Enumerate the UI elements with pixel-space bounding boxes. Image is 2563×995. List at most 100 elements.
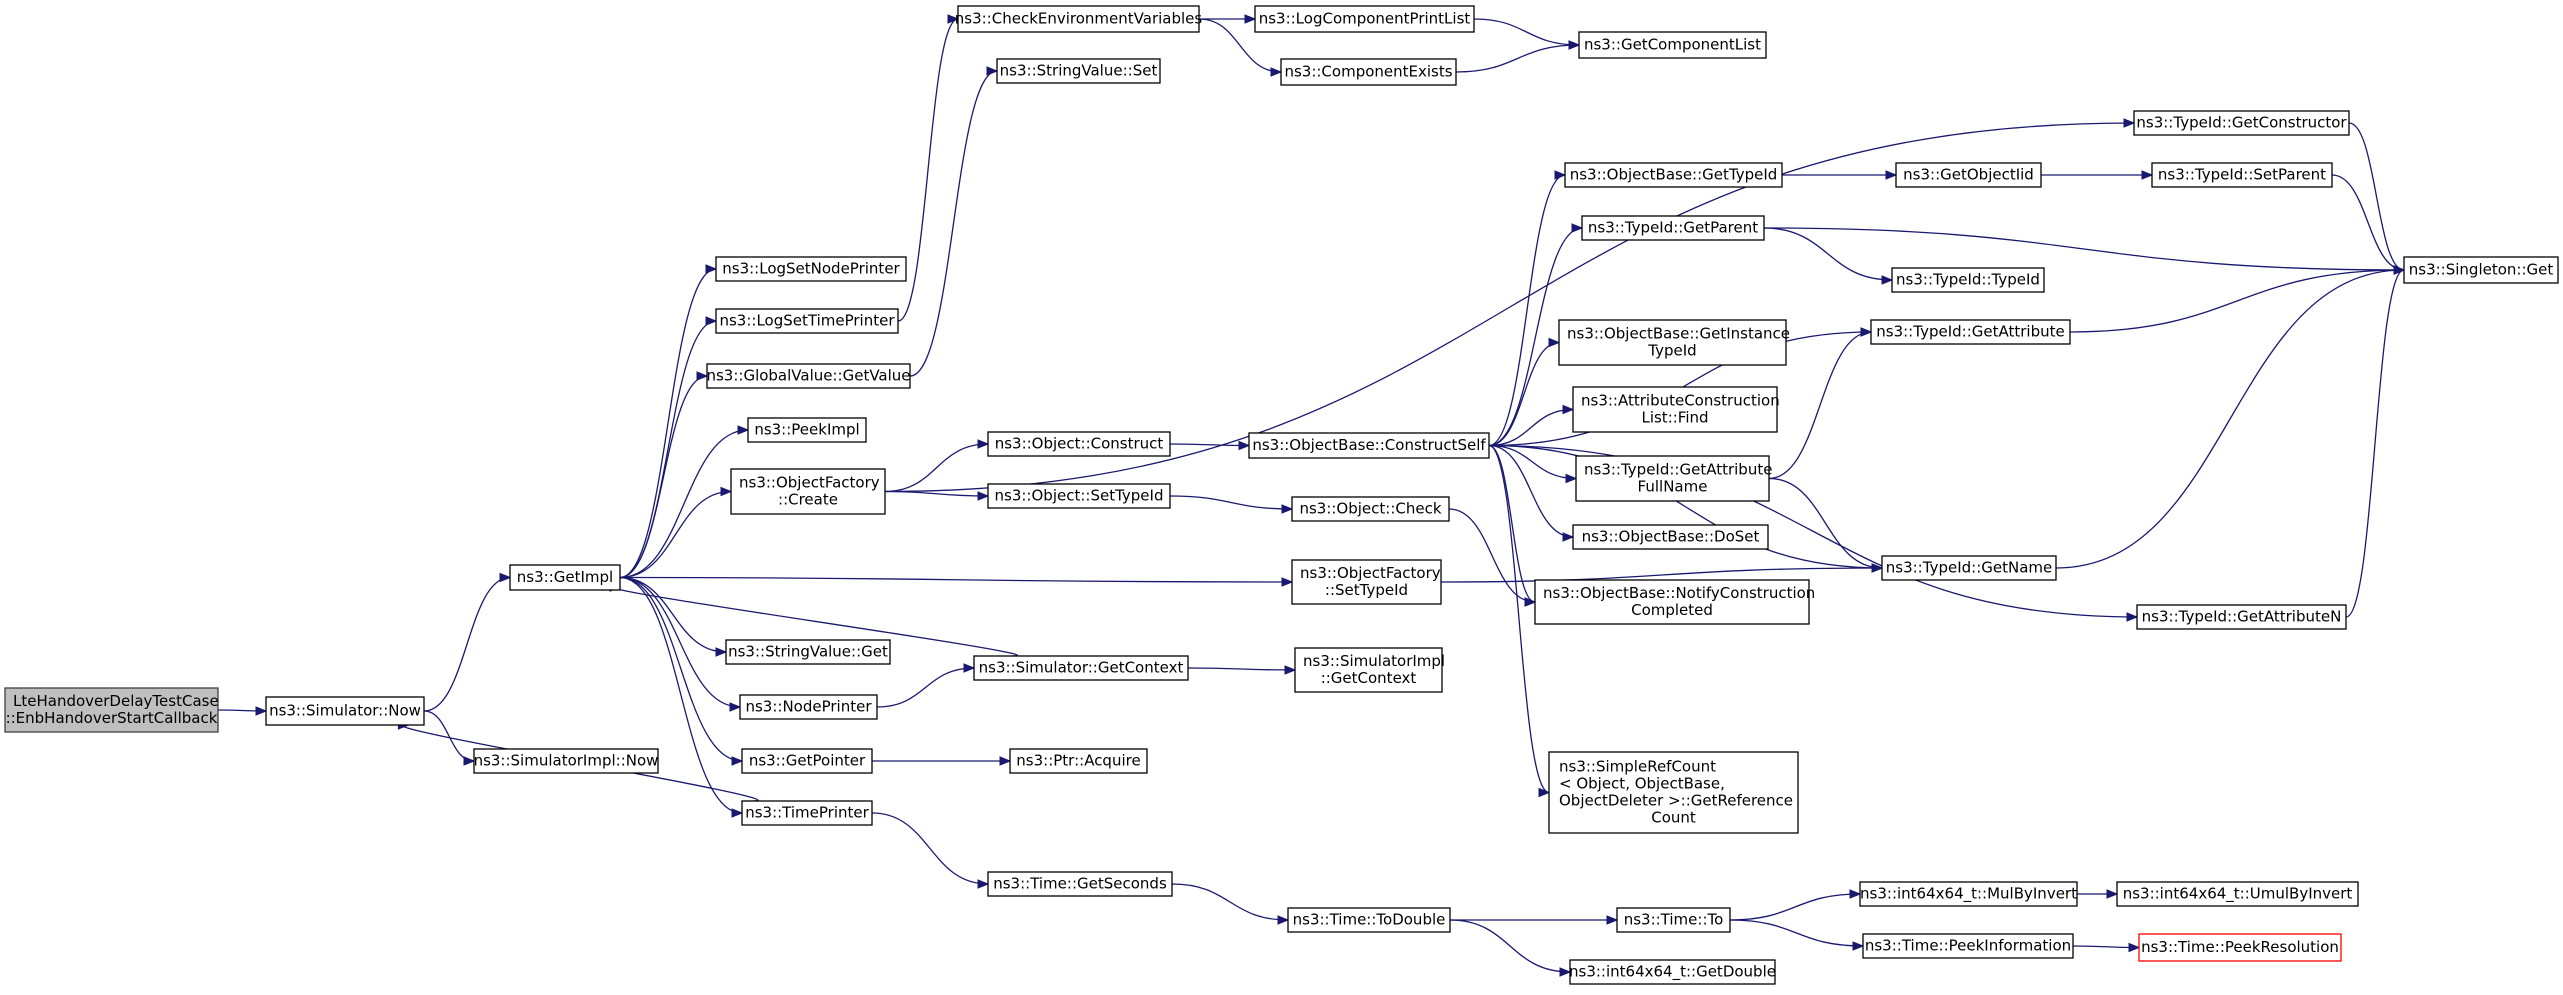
edge-line: [884, 490, 989, 497]
node-i64umulbyinv[interactable]: ns3::int64x64_t::UmulByInvert: [2116, 881, 2359, 907]
edge-line: [2345, 269, 2405, 618]
node-tidtypeid[interactable]: ns3::TypeId::TypeId: [1891, 267, 2045, 293]
edge-tidgetparent-to-tidtypeid: [1763, 227, 1894, 285]
node-label: ns3::int64x64_t::GetDouble: [1569, 963, 1776, 982]
node-ptracquire[interactable]: ns3::Ptr::Acquire: [1009, 748, 1148, 774]
node-tidgetparent[interactable]: ns3::TypeId::GetParent: [1581, 215, 1765, 241]
node-singletonget[interactable]: ns3::Singleton::Get: [2403, 256, 2559, 284]
node-label: ns3::int64x64_t::MulByInvert: [1860, 885, 2077, 904]
node-objconstruct[interactable]: ns3::Object::Construct: [987, 431, 1171, 457]
edge-i64mulbyinv-to-i64umulbyinv: [2077, 889, 2119, 899]
node-nodeprinter[interactable]: ns3::NodePrinter: [739, 694, 878, 720]
node-getobjectiid[interactable]: ns3::GetObjectIid: [1895, 162, 2042, 188]
edge-tidgetname-to-singletonget: [2055, 265, 2406, 569]
node-compexists[interactable]: ns3::ComponentExists: [1280, 58, 1457, 86]
edge-obconstructself-to-aclfind: [1488, 404, 1575, 447]
node-i64getdouble[interactable]: ns3::int64x64_t::GetDouble: [1569, 959, 1776, 985]
node-objcheck[interactable]: ns3::Object::Check: [1291, 496, 1450, 522]
edge-line: [2055, 269, 2405, 569]
node-label: ns3::ObjectBase::ConstructSelf: [1252, 436, 1486, 454]
node-label: ns3::GetPointer: [749, 752, 866, 770]
arrowhead: [1568, 40, 1581, 50]
node-ofsettid[interactable]: ns3::ObjectFactory::SetTypeId: [1291, 559, 1442, 605]
edge-getimpl-to-lognode: [619, 264, 718, 579]
node-i64mulbyinv[interactable]: ns3::int64x64_t::MulByInvert: [1859, 881, 2078, 907]
node-box: [739, 694, 878, 720]
node-getpointer[interactable]: ns3::GetPointer: [741, 748, 873, 774]
node-ofcreate[interactable]: ns3::ObjectFactory::Create: [730, 468, 886, 515]
arrowhead: [1606, 915, 1619, 925]
node-now[interactable]: ns3::Simulator::Now: [265, 696, 425, 726]
node-simgetctx[interactable]: ns3::Simulator::GetContext: [973, 655, 1189, 681]
node-tidgetattr[interactable]: ns3::TypeId::GetAttribute: [1870, 319, 2071, 345]
edge-obconstructself-to-tidgetattrn: [1488, 444, 2139, 622]
edge-getpointer-to-ptracquire: [872, 756, 1012, 766]
arrowhead: [463, 756, 476, 766]
edge-getobjectiid-to-tidsetparent: [2041, 170, 2154, 180]
edge-obgettid-to-getobjectiid: [1782, 170, 1898, 180]
node-label: ns3::Ptr::Acquire: [1016, 752, 1140, 770]
node-label: ns3::Time::GetSeconds: [993, 875, 1167, 893]
edge-line: [1488, 444, 1574, 538]
node-objsettid[interactable]: ns3::Object::SetTypeId: [987, 483, 1171, 509]
arrowhead: [1284, 665, 1297, 675]
node-checkenv[interactable]: ns3::CheckEnvironmentVariables: [955, 5, 1203, 33]
node-obconstructself[interactable]: ns3::ObjectBase::ConstructSelf: [1248, 432, 1490, 459]
node-label: ns3::PeekImpl: [754, 421, 859, 439]
arrowhead: [2393, 265, 2406, 275]
node-tidgetctor[interactable]: ns3::TypeId::GetConstructor: [2133, 110, 2350, 136]
node-lognode[interactable]: ns3::LogSetNodePrinter: [715, 256, 907, 282]
node-obgettid[interactable]: ns3::ObjectBase::GetTypeId: [1564, 162, 1783, 188]
edge-line: [2348, 122, 2405, 271]
node-timeto[interactable]: ns3::Time::To: [1616, 907, 1731, 933]
node-tidgetattrn[interactable]: ns3::TypeId::GetAttributeN: [2136, 604, 2347, 630]
node-tidsetparent[interactable]: ns3::TypeId::SetParent: [2151, 162, 2333, 188]
node-box: [2403, 256, 2559, 284]
edge-obconstructself-to-tidgetparent: [1488, 223, 1584, 447]
node-label: ns3::GetObjectIid: [1903, 166, 2034, 184]
arrowhead: [1281, 577, 1294, 587]
edge-line: [1169, 495, 1293, 510]
node-simimplnow[interactable]: ns3::SimulatorImpl::Now: [473, 748, 659, 774]
edge-line: [1488, 174, 1566, 447]
node-timegetsec[interactable]: ns3::Time::GetSeconds: [987, 871, 1173, 897]
edge-line: [1488, 444, 1550, 794]
node-timeprinter[interactable]: ns3::TimePrinter: [741, 800, 873, 826]
node-getimpl[interactable]: ns3::GetImpl: [509, 564, 621, 591]
node-svget[interactable]: ns3::StringValue::Get: [725, 639, 891, 665]
edge-line: [1729, 893, 1861, 921]
node-logtime[interactable]: ns3::LogSetTimePrinter: [715, 308, 899, 334]
arrowhead: [2141, 170, 2154, 180]
edge-tidgetattr-to-singletonget: [2069, 265, 2406, 333]
node-simimplctx[interactable]: ns3::SimulatorImpl::GetContext: [1294, 647, 1445, 693]
node-srcget[interactable]: ns3::SimpleRefCount< Object, ObjectBase,…: [1548, 751, 1799, 834]
node-label: ns3::Time::ToDouble: [1293, 911, 1446, 929]
node-box: [715, 256, 907, 282]
node-timepeekres[interactable]: ns3::Time::PeekResolution: [2138, 933, 2342, 962]
node-label: ns3::int64x64_t::UmulByInvert: [2123, 885, 2353, 904]
node-label: ns3::Object::Construct: [995, 435, 1164, 453]
edge-tidgetctor-to-singletonget: [2348, 122, 2406, 275]
node-tidgetname[interactable]: ns3::TypeId::GetName: [1881, 555, 2057, 581]
node-peekimpl[interactable]: ns3::PeekImpl: [747, 417, 867, 443]
node-timetodouble[interactable]: ns3::Time::ToDouble: [1287, 907, 1451, 933]
node-box: [4, 687, 219, 733]
node-getcomplist[interactable]: ns3::GetComponentList: [1578, 31, 1767, 59]
node-box: [1578, 31, 1767, 59]
node-timepeekinfo[interactable]: ns3::Time::PeekInformation: [1862, 933, 2074, 959]
node-obnotify[interactable]: ns3::ObjectBase::NotifyConstructionCompl…: [1534, 579, 1815, 625]
node-logcompprint[interactable]: ns3::LogComponentPrintList: [1254, 5, 1475, 33]
arrowhead: [255, 706, 268, 716]
node-gvget[interactable]: ns3::GlobalValue::GetValue: [706, 363, 911, 389]
node-box: [2138, 933, 2342, 962]
node-box: [1616, 907, 1731, 933]
node-obdoset[interactable]: ns3::ObjectBase::DoSet: [1572, 524, 1769, 550]
node-svset[interactable]: ns3::StringValue::Set: [996, 58, 1161, 84]
node-box: [2116, 881, 2359, 907]
arrowhead: [1881, 275, 1894, 285]
arrowhead: [1849, 889, 1862, 899]
node-label: ns3::LogComponentPrintList: [1259, 10, 1471, 28]
